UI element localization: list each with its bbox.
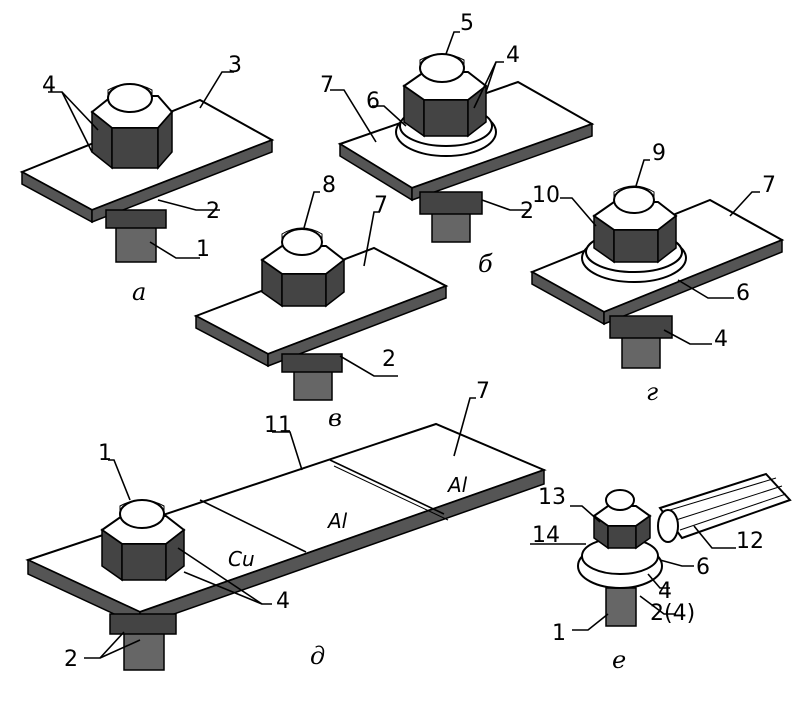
- figure-a-label-1: 1: [196, 237, 210, 262]
- figure-g-nut: [592, 185, 678, 264]
- figure-v-label-2: 2: [382, 347, 396, 372]
- figure-e-label-6: 6: [696, 555, 710, 580]
- figure-d-material-al-1: Al: [326, 509, 348, 533]
- figure-e-nut: [592, 489, 652, 550]
- figure-v-label-8: 8: [322, 173, 336, 198]
- figure-e-label-4: 4: [658, 579, 672, 604]
- figure-e-label-12: 12: [736, 529, 764, 554]
- figure-e: 13 14 12 6 4 2(4) 1 е: [530, 472, 792, 674]
- figure-v-caption: в: [328, 404, 342, 432]
- figure-d-leaders: [84, 397, 476, 659]
- figure-a-label-3: 3: [228, 53, 242, 78]
- figure-b-label-6: 6: [366, 89, 380, 114]
- figure-d-label-7: 7: [476, 379, 490, 404]
- figure-d: Cu Al Al 1 11 7 4 2 д: [25, 379, 547, 672]
- figure-v-label-7: 7: [374, 193, 388, 218]
- figure-a: 4 3 2 1 а: [19, 53, 275, 306]
- figure-g-leaders: [560, 159, 760, 345]
- figure-e-leaders: [530, 505, 736, 631]
- figure-a-caption: а: [132, 278, 146, 306]
- figure-g-label-6: 6: [736, 281, 750, 306]
- figure-b-label-5: 5: [460, 11, 474, 36]
- figure-g-caption: г: [646, 378, 658, 406]
- figure-b-leaders: [330, 31, 530, 211]
- figure-d-material-cu: Cu: [228, 547, 255, 571]
- figure-b-nut: [402, 53, 488, 138]
- figure-g-label-7: 7: [762, 173, 776, 198]
- figure-v-nut: [260, 227, 346, 308]
- figure-a-label-4: 4: [42, 73, 56, 98]
- figure-e-label-1: 1: [552, 621, 566, 646]
- figure-e-label-2-4: 2(4): [650, 601, 695, 626]
- figure-a-leaders: [48, 71, 234, 259]
- figure-d-label-2: 2: [64, 647, 78, 672]
- figure-d-label-4: 4: [276, 589, 290, 614]
- figure-v-bolt: [281, 353, 343, 401]
- figure-e-cable: [657, 472, 792, 543]
- figure-v: 8 7 2 в: [193, 173, 449, 432]
- figure-g-label-4: 4: [714, 327, 728, 352]
- figure-a-bolt: [105, 209, 167, 263]
- figure-b: 5 4 7 6 2 б: [320, 11, 595, 278]
- figure-e-label-14: 14: [532, 523, 560, 548]
- figure-e-caption: е: [612, 646, 626, 674]
- figure-d-label-1: 1: [98, 441, 112, 466]
- figure-d-material-al-2: Al: [446, 473, 468, 497]
- figure-g-label-10: 10: [532, 183, 560, 208]
- figure-e-bolt: [605, 587, 637, 627]
- figure-b-label-2: 2: [520, 199, 534, 224]
- figure-g-label-9: 9: [652, 141, 666, 166]
- figure-b-caption: б: [478, 250, 493, 278]
- figure-g: 9 10 7 6 4 г: [529, 141, 785, 406]
- figure-b-bolt: [419, 191, 483, 243]
- figure-a-nut: [90, 83, 174, 170]
- figure-a-label-2: 2: [206, 199, 220, 224]
- figure-b-label-4: 4: [506, 43, 520, 68]
- figure-d-label-11: 11: [264, 413, 292, 438]
- figure-v-leaders: [303, 191, 398, 377]
- figure-b-label-7: 7: [320, 73, 334, 98]
- figure-e-label-13: 13: [538, 485, 566, 510]
- figure-g-bolt: [609, 315, 673, 369]
- figure-d-caption: д: [310, 642, 325, 670]
- figure-d-bolt: [109, 613, 177, 671]
- figure-d-nut: [100, 499, 186, 582]
